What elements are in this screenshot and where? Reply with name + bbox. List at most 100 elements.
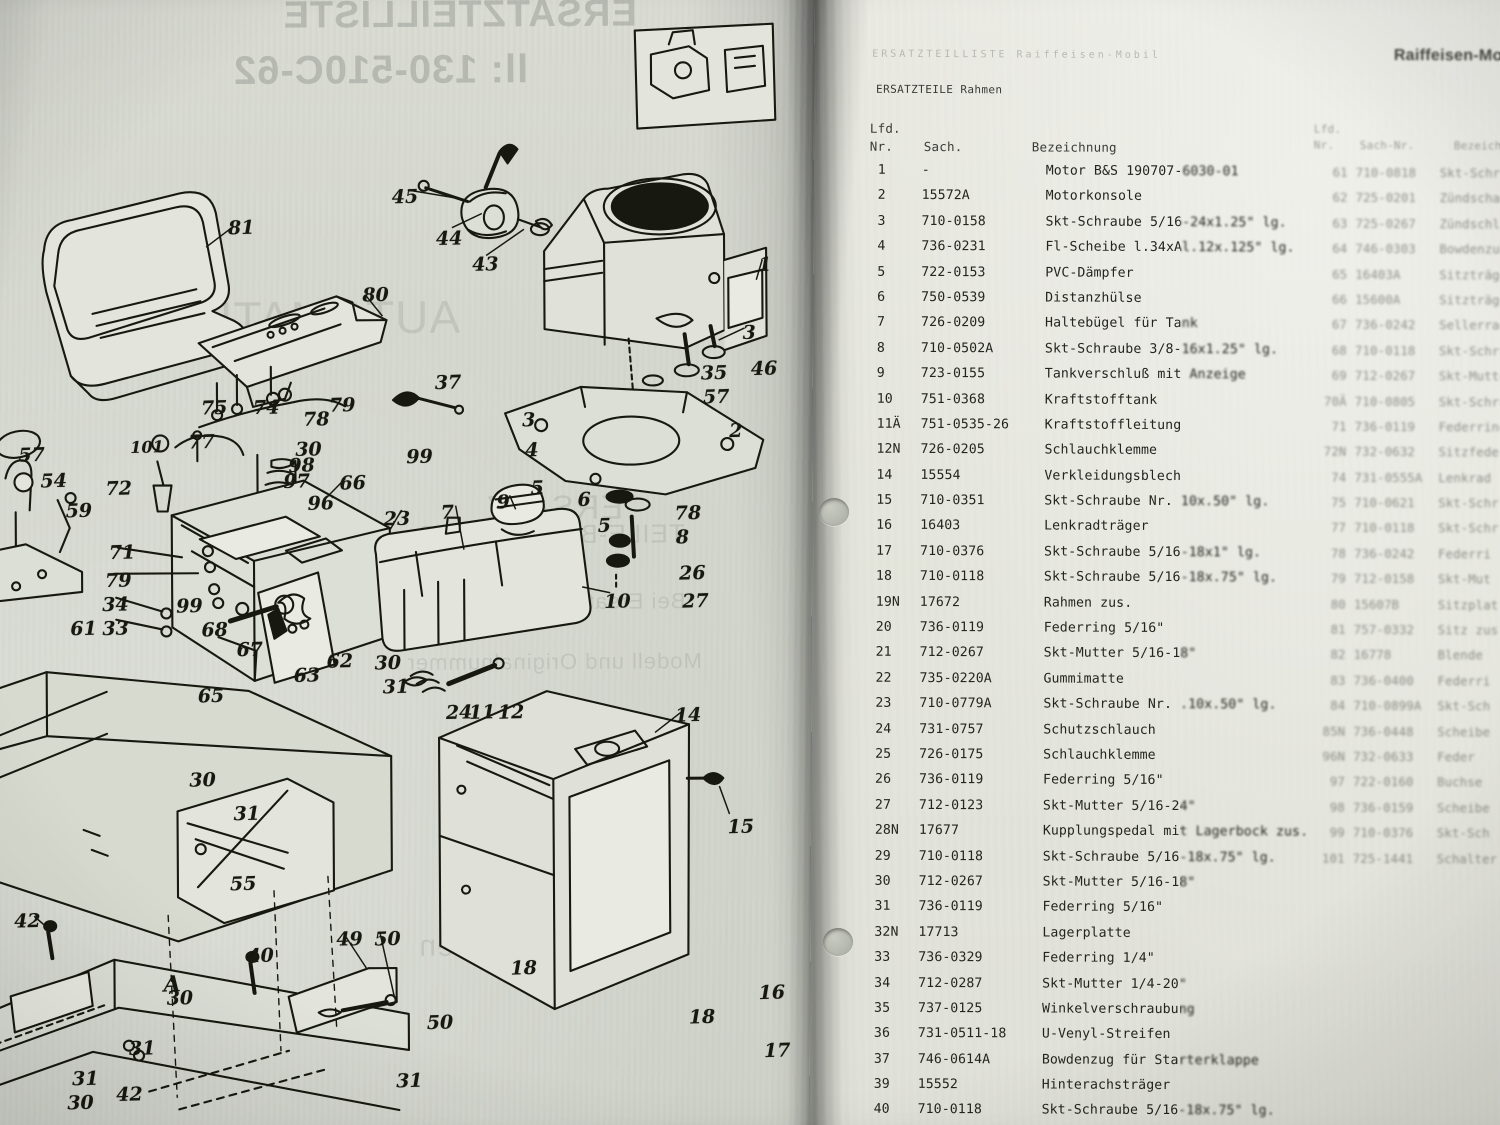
cell-bez: Skt-Mutter 5/16-18"	[1043, 645, 1197, 662]
cell-bez: Skt-Schraube Nr. .10x.50" lg.	[1043, 696, 1277, 713]
cell-nr: 97	[1329, 774, 1346, 790]
cell-nr: 31	[874, 899, 891, 915]
cell-nr: 28N	[874, 822, 899, 838]
diagram-callout-37: 37	[434, 371, 462, 395]
diagram-callout-61: 61	[70, 617, 98, 641]
cell-nr: 32N	[874, 924, 899, 940]
diagram-callout-33: 33	[102, 617, 130, 641]
cell-sach: 710-0502A	[920, 340, 994, 356]
cell-nr: 66	[1331, 291, 1348, 307]
cell-nr: 6	[877, 289, 886, 305]
cell-sach: 736-0159	[1352, 799, 1414, 815]
diagram-callout-40: 40	[247, 944, 275, 968]
cell-nr: 35	[874, 1000, 891, 1016]
cell-nr: 16	[876, 518, 893, 534]
cell-bez: Federring 5/16"	[1043, 772, 1164, 789]
cell-nr: 1	[877, 162, 886, 178]
cell-sach: 723-0155	[920, 366, 986, 382]
cell-sach: 15572A	[921, 188, 970, 204]
diagram-callout-31: 31	[382, 675, 410, 699]
cell-sach: 725-0267	[1355, 215, 1417, 231]
cell-bez: Bowdenzug für Starterklappe	[1041, 1052, 1259, 1069]
header2-nr: Nr.	[1313, 138, 1335, 152]
cell-bez: Skt-Mutter 5/16-24"	[1042, 798, 1196, 814]
diagram-callout-30: 30	[189, 768, 217, 792]
diagram-callout-42: 42	[13, 909, 41, 933]
cell-bez: Buchse	[1437, 774, 1483, 790]
cell-nr: 9	[876, 365, 885, 381]
diagram-callout-66: 66	[339, 471, 367, 495]
cell-bez: Skt-Schraube 5/16-18x.75" lg.	[1043, 569, 1278, 586]
cell-sach: 712-0123	[918, 797, 984, 813]
cell-nr: 22	[875, 670, 892, 686]
cell-nr: 5	[877, 264, 886, 280]
cell-nr: 61	[1332, 164, 1348, 180]
cell-nr: 77	[1330, 520, 1347, 536]
cell-nr: 23	[875, 695, 892, 712]
cell-sach: 732-0632	[1354, 444, 1416, 460]
cell-bez: Zündschalt	[1439, 190, 1500, 206]
cell-sach: 751-0368	[920, 391, 986, 407]
cell-sach: 757-0332	[1353, 621, 1415, 638]
cell-sach: 710-0779A	[919, 696, 992, 712]
cell-nr: 65	[1332, 266, 1348, 282]
cell-nr: 71	[1331, 418, 1347, 434]
cell-sach: 751-0535-26	[920, 416, 1010, 433]
cell-sach: 735-0220A	[919, 670, 992, 687]
cell-sach: 731-0511-18	[917, 1026, 1007, 1042]
diagram-callout-49: 49	[335, 927, 364, 951]
cell-sach: 746-0614A	[917, 1051, 991, 1067]
diagram-callout-96: 96	[307, 492, 335, 515]
cell-sach: 731-0757	[919, 721, 984, 737]
cell-bez: Federri	[1437, 673, 1491, 689]
cell-sach: 736-0119	[1354, 418, 1416, 434]
diagram-callout-18: 18	[510, 956, 538, 980]
cell-nr: 27	[874, 797, 892, 813]
diagram-callout-57: 57	[18, 443, 46, 467]
cell-nr: 30	[874, 873, 891, 889]
brand-header: Raiffeisen-Mobil	[1393, 46, 1500, 65]
cell-nr: 72N	[1323, 443, 1347, 460]
diagram-callout-2: 2	[728, 419, 743, 443]
cell-nr: 15	[876, 492, 893, 508]
cell-nr: 69	[1331, 367, 1347, 383]
cell-nr: 24	[875, 721, 892, 737]
cell-nr: 64	[1332, 240, 1348, 256]
table-row: 22 735-0220A Gummimatte	[865, 671, 1335, 698]
cell-bez: Kupplungspedal mit Lagerbock zus.	[1042, 823, 1309, 840]
cell-nr: 2	[877, 188, 886, 204]
cell-sach: 710-0899A	[1353, 698, 1422, 714]
cell-bez: PVC-Dämpfer	[1045, 265, 1134, 281]
diagram-callout-31: 31	[128, 1037, 156, 1060]
cell-nr: 11Ä	[876, 416, 901, 432]
diagram-callout-17: 17	[763, 1039, 791, 1063]
cell-bez: Gummimatte	[1043, 671, 1124, 687]
cell-sach: 725-1441	[1352, 850, 1414, 866]
cell-sach: 710-0376	[1352, 824, 1414, 841]
cell-bez: Scheibe	[1437, 723, 1491, 740]
cell-sach: 15600A	[1355, 291, 1401, 307]
cell-nr: 17	[876, 543, 893, 559]
cell-sach: 16778	[1353, 647, 1392, 663]
cell-sach: 712-0287	[918, 975, 983, 991]
